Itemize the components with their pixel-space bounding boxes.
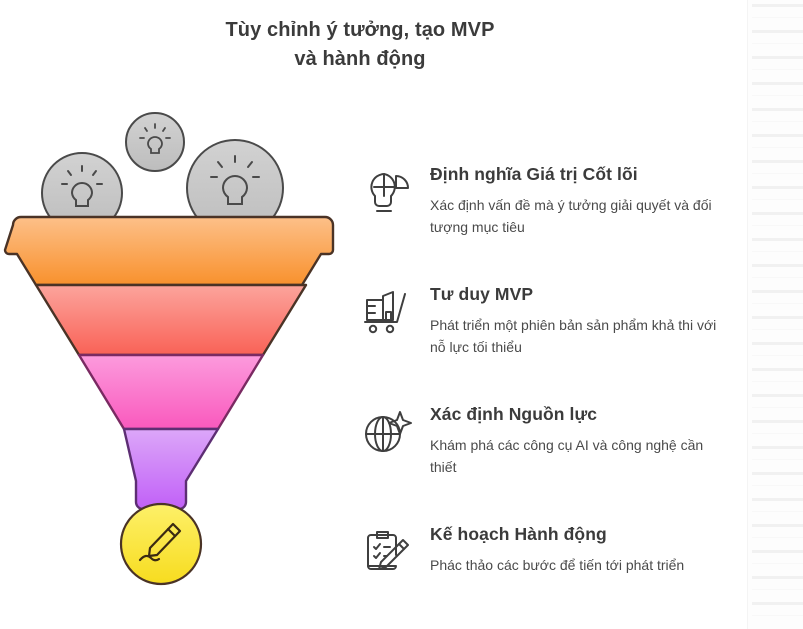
shopping-cart-store-icon [362, 288, 414, 336]
idea-bubble-right [186, 139, 284, 237]
step-description-3: Khám phá các công cụ AI và công nghệ cần… [430, 436, 704, 475]
clipboard-pencil-icon [362, 528, 414, 576]
globe-sparkle-icon [362, 408, 414, 456]
funnel-band-salmon [34, 283, 308, 357]
step-item-4: Kế hoạch Hành động Phác thảo các bước để… [362, 524, 742, 620]
step-item-1: Định nghĩa Giá trị Cốt lõi Xác định vấn … [362, 164, 742, 260]
step-description-4: Phác thảo các bước để tiến tới phát triể… [430, 556, 685, 573]
page-title-line-1: Tùy chỉnh ý tưởng, tạo MVP [225, 19, 495, 41]
step-title-2: Tư duy MVP [430, 284, 534, 304]
steps-list: Định nghĩa Giá trị Cốt lõi Xác định vấn … [362, 158, 742, 620]
step-item-3: Xác định Nguồn lực Khám phá các công cụ … [362, 404, 742, 500]
page-title: Tùy chỉnh ý tưởng, tạo MVP và hành động [160, 16, 560, 74]
idea-bubble-small [125, 112, 185, 172]
page-title-line-2: và hành động [294, 48, 426, 70]
step-description-2: Phát triển một phiên bản sản phẩm khả th… [430, 316, 717, 355]
step-title-3: Xác định Nguồn lực [430, 404, 598, 424]
step-title-1: Định nghĩa Giá trị Cốt lõi [430, 164, 638, 184]
funnel-band-pink [77, 353, 265, 431]
step-title-4: Kế hoạch Hành động [430, 524, 607, 544]
funnel-band-purple [122, 427, 220, 511]
side-panel [747, 0, 803, 629]
funnel-illustration [0, 96, 345, 611]
funnel-band-orange [3, 215, 335, 287]
step-description-1: Xác định vấn đề mà ý tưởng giải quyết và… [430, 196, 712, 235]
idea-bubble-left [41, 152, 123, 234]
lightbulb-segments-icon [362, 168, 414, 216]
step-item-2: Tư duy MVP Phát triển một phiên bản sản … [362, 284, 742, 380]
output-badge [119, 502, 203, 586]
